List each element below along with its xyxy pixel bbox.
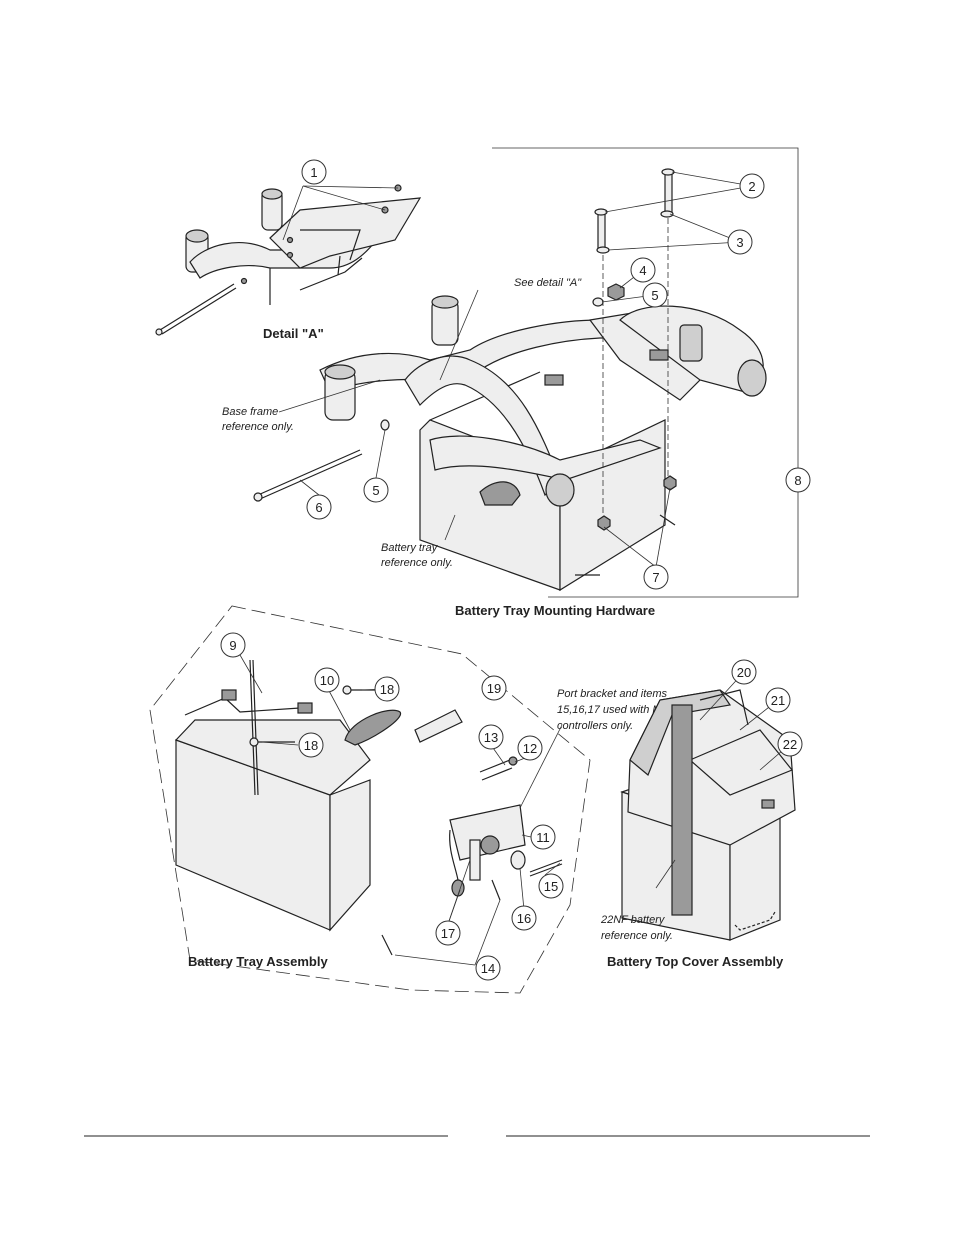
mounting-hardware-title: Battery Tray Mounting Hardware bbox=[455, 603, 655, 618]
note-battery-tray-line1: Battery tray bbox=[381, 542, 439, 554]
callout-18-upper: 18 bbox=[374, 676, 400, 702]
svg-text:21: 21 bbox=[771, 693, 785, 708]
callout-9: 9 bbox=[220, 632, 246, 658]
svg-text:19: 19 bbox=[487, 681, 501, 696]
mounting-hardware-drawing bbox=[253, 168, 767, 592]
svg-text:4: 4 bbox=[639, 263, 646, 278]
callout-5-upper: 5 bbox=[642, 282, 668, 308]
tray-assembly-leaders bbox=[239, 654, 563, 966]
note-base-frame-line1: Base frame bbox=[222, 406, 278, 418]
callout-18-lower: 18 bbox=[298, 732, 324, 758]
svg-text:3: 3 bbox=[736, 235, 743, 250]
callout-13: 13 bbox=[478, 724, 504, 750]
callout-10: 10 bbox=[314, 667, 340, 693]
svg-text:15: 15 bbox=[544, 879, 558, 894]
callout-8: 8 bbox=[785, 467, 811, 493]
svg-text:5: 5 bbox=[651, 288, 658, 303]
detail-a-title: Detail "A" bbox=[263, 326, 324, 341]
note-port-bracket-line2: 15,16,17 used with MKIV bbox=[557, 704, 681, 716]
svg-text:13: 13 bbox=[484, 730, 498, 745]
callout-16: 16 bbox=[511, 905, 537, 931]
callout-15: 15 bbox=[538, 873, 564, 899]
top-cover-title: Battery Top Cover Assembly bbox=[607, 954, 784, 969]
note-battery-tray-line2: reference only. bbox=[381, 557, 453, 569]
callout-3: 3 bbox=[727, 229, 753, 255]
callout-19: 19 bbox=[481, 675, 507, 701]
callout-14: 14 bbox=[475, 955, 501, 981]
svg-text:18: 18 bbox=[304, 738, 318, 753]
svg-text:12: 12 bbox=[523, 741, 537, 756]
note-battery-ref-line2: reference only. bbox=[601, 930, 673, 942]
svg-text:18: 18 bbox=[380, 682, 394, 697]
callout-6: 6 bbox=[306, 494, 332, 520]
svg-text:11: 11 bbox=[536, 830, 550, 845]
svg-text:6: 6 bbox=[315, 500, 322, 515]
svg-text:5: 5 bbox=[372, 483, 379, 498]
callout-2: 2 bbox=[739, 173, 765, 199]
callout-4: 4 bbox=[630, 257, 656, 283]
note-see-detail: See detail "A" bbox=[514, 277, 582, 289]
svg-text:16: 16 bbox=[517, 911, 531, 926]
callout-17: 17 bbox=[435, 920, 461, 946]
callout-20: 20 bbox=[731, 659, 757, 685]
svg-text:8: 8 bbox=[794, 473, 801, 488]
note-base-frame-line2: reference only. bbox=[222, 421, 294, 433]
svg-text:10: 10 bbox=[320, 673, 334, 688]
mounting-hardware-leaders bbox=[278, 171, 753, 568]
svg-text:7: 7 bbox=[652, 570, 659, 585]
callout-22: 22 bbox=[777, 731, 803, 757]
svg-text:20: 20 bbox=[737, 665, 751, 680]
svg-text:9: 9 bbox=[229, 638, 236, 653]
svg-text:14: 14 bbox=[481, 961, 495, 976]
mounting-hardware-border bbox=[492, 147, 799, 598]
note-port-bracket-line1: Port bracket and items bbox=[557, 688, 668, 700]
callout-21: 21 bbox=[765, 687, 791, 713]
svg-text:2: 2 bbox=[748, 179, 755, 194]
callout-1: 1 bbox=[301, 159, 327, 185]
callout-12: 12 bbox=[517, 735, 543, 761]
callout-7: 7 bbox=[643, 564, 669, 590]
detail-a-drawing bbox=[155, 184, 422, 336]
tray-assembly-drawing bbox=[174, 659, 563, 956]
callout-11: 11 bbox=[530, 824, 556, 850]
callout-5-lower: 5 bbox=[363, 477, 389, 503]
note-port-bracket-line3: controllers only. bbox=[557, 720, 633, 732]
note-battery-ref-line1: 22NF battery bbox=[600, 914, 666, 926]
svg-text:22: 22 bbox=[783, 737, 797, 752]
top-cover-drawing bbox=[620, 689, 796, 941]
tray-assembly-title: Battery Tray Assembly bbox=[188, 954, 328, 969]
svg-text:1: 1 bbox=[310, 165, 317, 180]
svg-text:17: 17 bbox=[441, 926, 455, 941]
